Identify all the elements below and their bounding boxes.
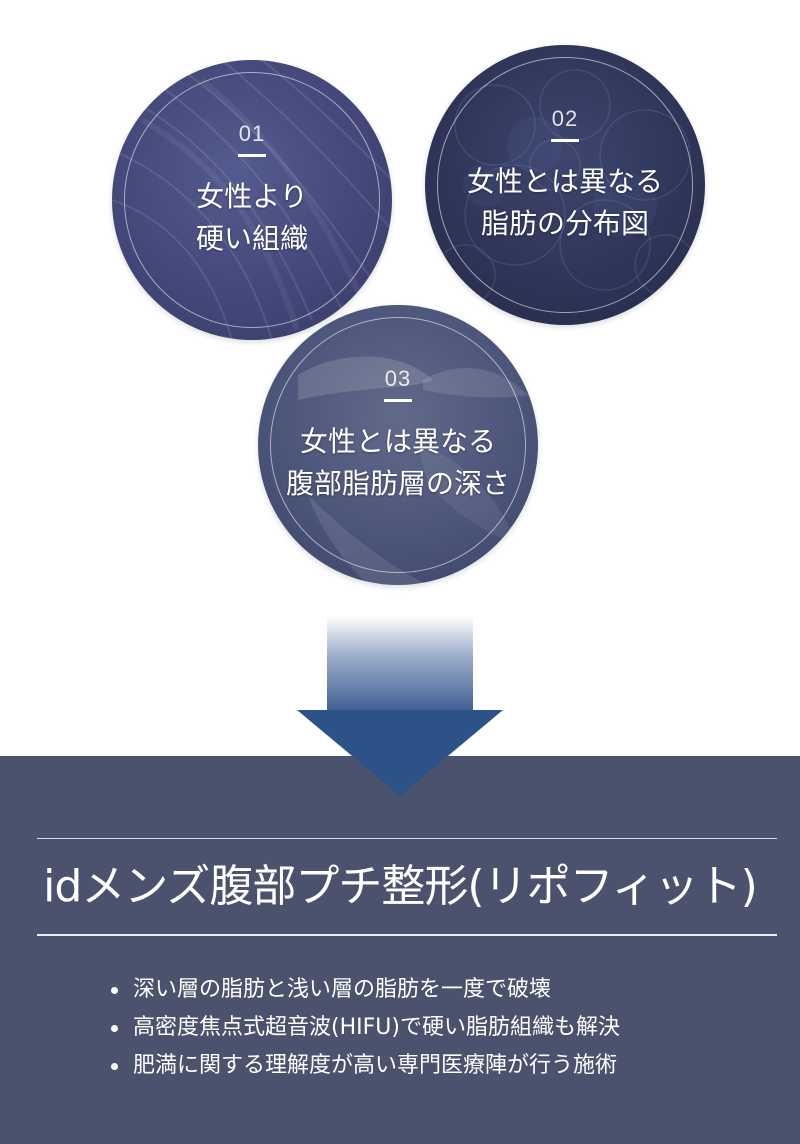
number-underline (551, 139, 579, 142)
panel-heading: idメンズ腹部プチ整形(リポフィット) (43, 861, 758, 912)
circle-title-line: 女性より (196, 180, 308, 213)
feature-circle-2: 02 女性とは異なる 脂肪の分布図 (425, 45, 705, 325)
bullet-item: 深い層の脂肪と浅い層の脂肪を一度で破壊 (107, 971, 620, 1009)
bullet-item: 肥満に関する理解度が高い専門医療陣が行う施術 (107, 1047, 620, 1085)
circle-number: 03 (384, 366, 412, 391)
circle-title: 女性より 硬い組織 (112, 176, 392, 260)
down-arrow-shaft (327, 616, 473, 712)
bullet-item: 高密度焦点式超音波(HIFU)で硬い脂肪組織も解決 (107, 1009, 620, 1047)
bullet-dot-icon (111, 1063, 118, 1070)
divider-top (37, 838, 777, 839)
circle-number: 01 (238, 121, 266, 146)
bullet-dot-icon (111, 1025, 118, 1032)
bullet-dot-icon (111, 987, 118, 994)
feature-circle-3: 03 女性とは異なる 腹部脂肪層の深さ (258, 305, 538, 585)
circle-title-line: 腹部脂肪層の深さ (285, 467, 510, 500)
circle-ring (270, 317, 526, 573)
down-arrow-icon (297, 710, 503, 796)
circle-title: 女性とは異なる 脂肪の分布図 (425, 161, 705, 245)
circle-title-line: 脂肪の分布図 (480, 207, 649, 240)
circle-ring (437, 57, 693, 313)
circle-title: 女性とは異なる 腹部脂肪層の深さ (258, 421, 538, 505)
circle-title-line: 女性とは異なる (299, 425, 496, 458)
circle-number: 02 (551, 106, 579, 131)
bullet-text: 深い層の脂肪と浅い層の脂肪を一度で破壊 (133, 977, 552, 1002)
feature-circle-1: 01 女性より 硬い組織 (112, 60, 392, 340)
circle-title-line: 硬い組織 (195, 222, 308, 255)
circle-title-line: 女性とは異なる (466, 165, 663, 198)
number-underline (384, 399, 412, 402)
number-underline (238, 154, 266, 157)
circle-ring (124, 72, 380, 328)
feature-bullet-list: 深い層の脂肪と浅い層の脂肪を一度で破壊 高密度焦点式超音波(HIFU)で硬い脂肪… (107, 971, 620, 1085)
bullet-text: 肥満に関する理解度が高い専門医療陣が行う施術 (133, 1053, 618, 1078)
divider-bottom (37, 934, 777, 936)
summary-panel: idメンズ腹部プチ整形(リポフィット) 深い層の脂肪と浅い層の脂肪を一度で破壊 … (0, 756, 800, 1144)
bullet-text: 高密度焦点式超音波(HIFU)で硬い脂肪組織も解決 (133, 1015, 620, 1040)
